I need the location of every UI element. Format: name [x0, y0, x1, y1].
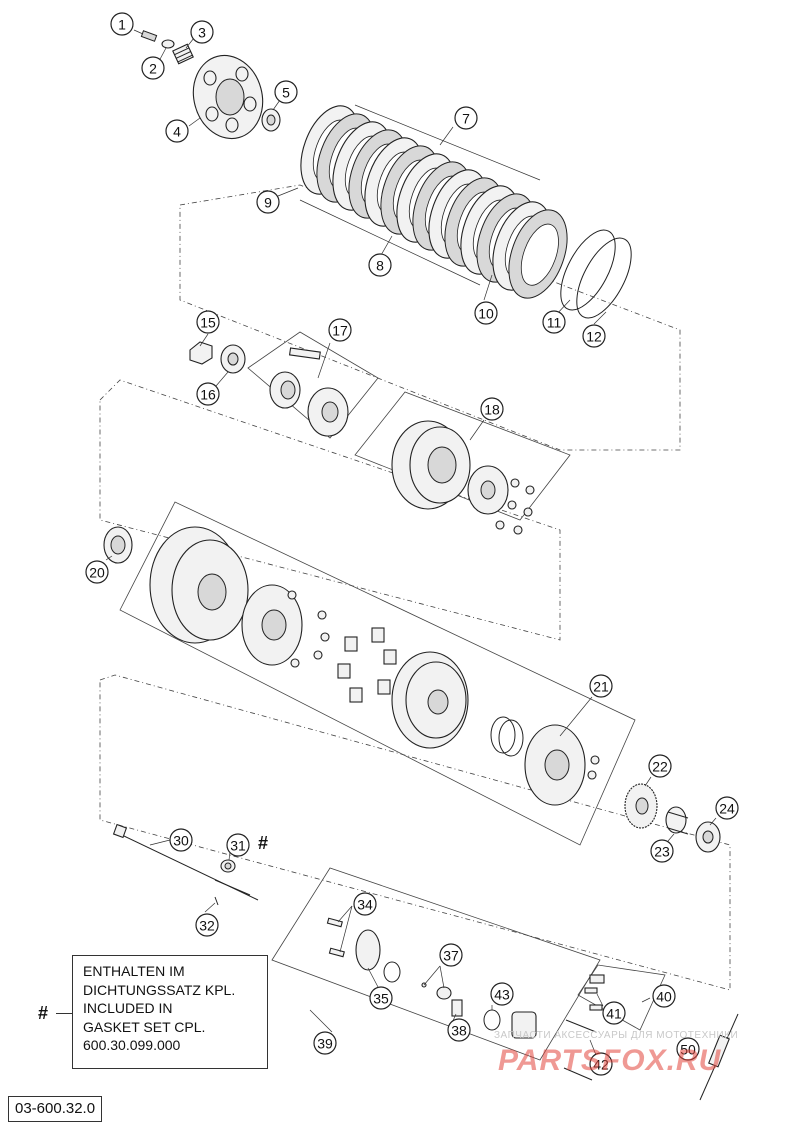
callout-32-hash-marker: # — [258, 833, 269, 853]
callout-22: 22 — [648, 754, 672, 778]
callout-label: 11 — [547, 315, 562, 331]
callout-5: 5 — [274, 80, 298, 104]
note-line-4: GASKET SET CPL. — [83, 1018, 206, 1035]
callout-label: 18 — [484, 402, 500, 418]
callout-34: 34 — [353, 892, 377, 916]
callout-label: 24 — [719, 801, 735, 817]
callout-4: 4 — [165, 119, 189, 143]
primary-gear-parts — [624, 783, 721, 853]
note-line-2: DICHTUNGSSATZ KPL. — [83, 981, 236, 998]
callout-40: 40 — [652, 984, 676, 1008]
callout-41: 41 — [602, 1001, 626, 1025]
callout-label: 30 — [173, 833, 189, 849]
callout-label: 40 — [656, 989, 672, 1005]
callout-17: 17 — [328, 318, 352, 342]
callout-11: 11 — [542, 310, 566, 334]
callout-label: 8 — [376, 258, 384, 274]
callout-label: 35 — [373, 991, 389, 1007]
callout-label: 1 — [118, 17, 126, 33]
callout-32: 32 — [195, 913, 219, 937]
callout-label: 16 — [200, 387, 216, 403]
callout-label: 2 — [149, 61, 157, 77]
callout-label: 20 — [89, 565, 105, 581]
callout-label: 12 — [586, 329, 602, 345]
callout-label: 34 — [357, 897, 373, 913]
callout-label: 17 — [332, 323, 348, 339]
callout-9: 9 — [256, 190, 280, 214]
callout-label: 9 — [264, 195, 272, 211]
callout-label: 50 — [680, 1042, 696, 1058]
callout-7: 7 — [454, 106, 478, 130]
callout-21: 21 — [589, 674, 613, 698]
callout-label: 23 — [654, 844, 670, 860]
note-hash-marker: # — [38, 1003, 49, 1023]
note-line-3: INCLUDED IN — [83, 1000, 173, 1016]
callout-label: 38 — [451, 1023, 467, 1039]
callout-37: 37 — [439, 943, 463, 967]
push-rod-parts — [112, 823, 259, 906]
release-mechanism — [326, 917, 739, 1101]
callout-2: 2 — [141, 56, 165, 80]
callout-label: 22 — [652, 759, 668, 775]
callout-10: 10 — [474, 301, 498, 325]
callout-label: 5 — [282, 85, 290, 101]
callout-label: 39 — [317, 1036, 333, 1052]
note-hash-leader — [56, 1013, 72, 1014]
callout-label: 41 — [606, 1006, 622, 1022]
callout-18: 18 — [480, 397, 504, 421]
callout-42: 42 — [589, 1052, 613, 1076]
hub-nut-parts — [189, 341, 349, 437]
gasket-set-note: ENTHALTEN IM DICHTUNGSSATZ KPL. INCLUDED… — [72, 955, 268, 1069]
callout-30: 30 — [169, 828, 193, 852]
watermark-subtitle: ЗАПЧАСТИ АКСЕССУАРЫ ДЛЯ МОТОТЕХНИКИ — [494, 1030, 739, 1041]
callout-23: 23 — [650, 839, 674, 863]
document-number: 03-600.32.0 — [8, 1096, 103, 1122]
clutch-basket — [103, 526, 600, 806]
callout-15: 15 — [196, 310, 220, 334]
callout-16: 16 — [196, 382, 220, 406]
callout-20: 20 — [85, 560, 109, 584]
leader-lines — [105, 29, 717, 1056]
callout-38: 38 — [447, 1018, 471, 1042]
callout-label: 21 — [593, 679, 609, 695]
callout-label: 7 — [462, 111, 470, 127]
callout-label: 42 — [593, 1057, 609, 1073]
callout-label: 3 — [198, 25, 206, 41]
callout-12: 12 — [582, 324, 606, 348]
inner-hub — [391, 420, 535, 535]
callout-8: 8 — [368, 253, 392, 277]
callout-1: 1 — [110, 12, 134, 36]
plate-bore — [520, 223, 559, 286]
callout-3: 3 — [190, 20, 214, 44]
note-line-1: ENTHALTEN IM — [83, 963, 185, 979]
clutch-plate-pack — [300, 105, 568, 299]
callout-50: 50 — [676, 1037, 700, 1061]
callout-35: 35 — [369, 986, 393, 1010]
plate-pack-outline — [299, 104, 541, 286]
note-line-5: 600.30.099.000 — [83, 1037, 181, 1053]
callout-label: 43 — [494, 987, 510, 1003]
callout-label: 32 — [199, 918, 215, 934]
callout-label: 37 — [443, 948, 459, 964]
callout-label: 10 — [478, 306, 494, 322]
callout-label: 15 — [200, 315, 216, 331]
watermark: ЗАПЧАСТИ АКСЕССУАРЫ ДЛЯ МОТОТЕХНИКИ PART… — [494, 1030, 794, 1086]
callout-43: 43 — [490, 982, 514, 1006]
callout-24: 24 — [715, 796, 739, 820]
callout-label: 31 — [230, 838, 246, 854]
pressure-cap-parts — [140, 30, 281, 140]
watermark-logo: PARTSFOX.RU — [498, 1044, 722, 1077]
callout-label: 4 — [173, 124, 181, 140]
callout-39: 39 — [313, 1031, 337, 1055]
callout-31: 31 — [226, 833, 250, 857]
